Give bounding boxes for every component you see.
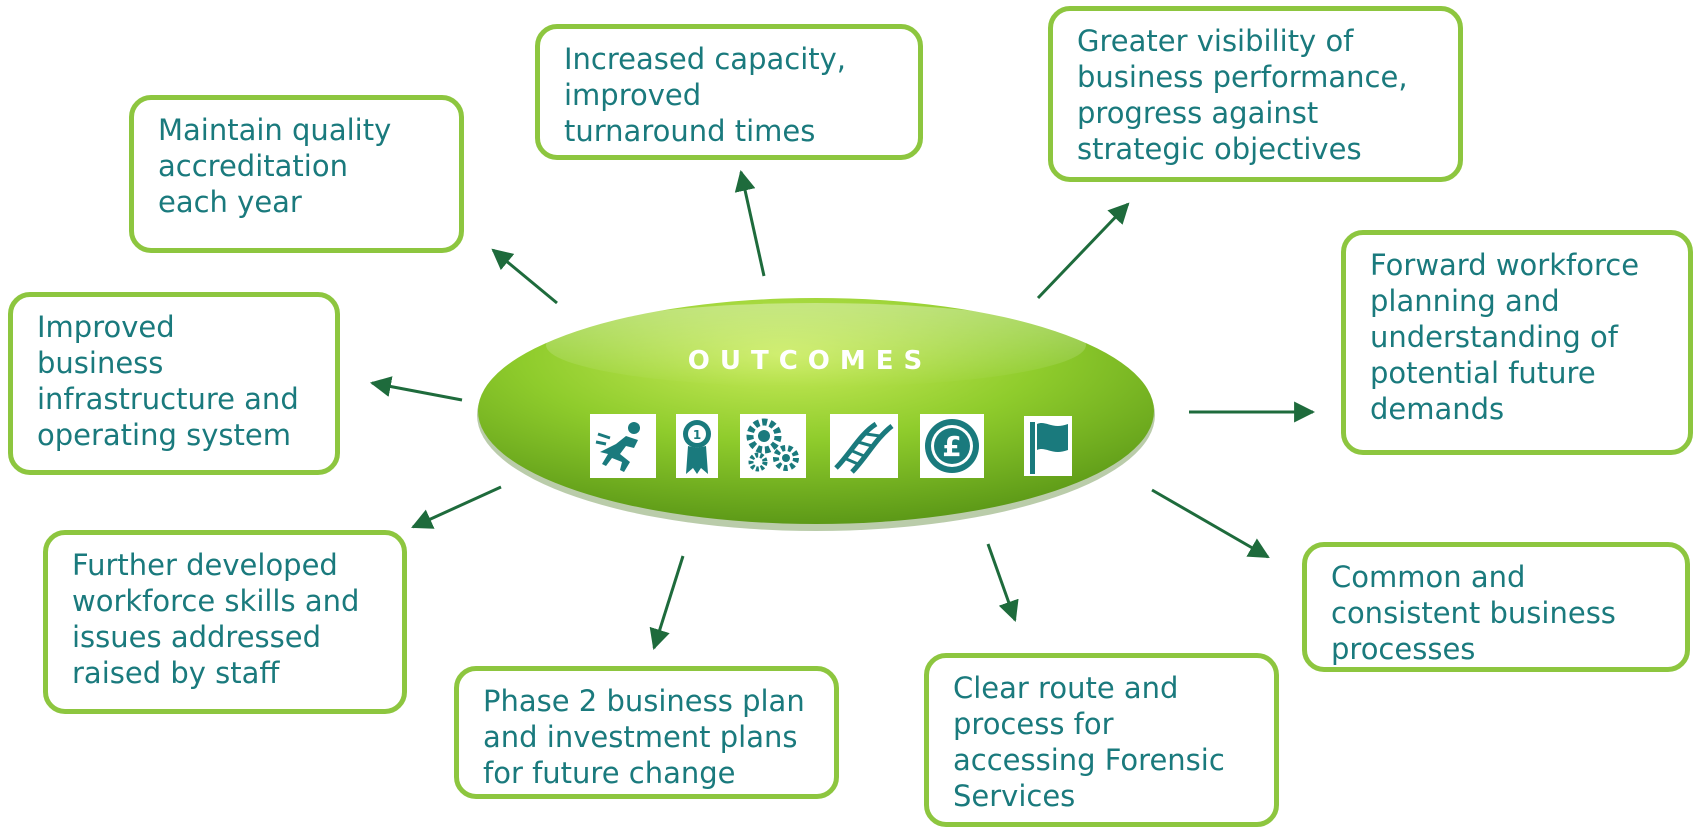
award-ribbon-icon: 1 (676, 414, 718, 478)
outcome-box-clear-route: Clear route and process for accessing Fo… (924, 653, 1279, 827)
arrow-to-greater-visibility (1036, 202, 1130, 300)
outcome-line: raised by staff (72, 656, 280, 690)
outcome-box-maintain-quality: Maintain quality accreditation each year (129, 95, 464, 253)
running-figure-icon (590, 414, 656, 478)
outcome-line: business (37, 346, 164, 380)
outcome-line: workforce skills and (72, 584, 360, 618)
outcome-box-forward-workforce: Forward workforce planning and understan… (1341, 230, 1693, 455)
svg-text:1: 1 (693, 428, 701, 442)
outcome-box-improved-infrastructure: Improved business infrastructure and ope… (8, 292, 340, 475)
outcome-line: Maintain quality (158, 113, 392, 147)
outcome-line: accessing Forensic (953, 743, 1225, 777)
outcome-box-further-developed: Further developed workforce skills and i… (43, 530, 407, 714)
outcome-line: for future change (483, 756, 736, 790)
outcome-line: demands (1370, 392, 1505, 426)
pound-coin-icon: £ (920, 414, 984, 478)
outcome-line: progress against (1077, 96, 1319, 130)
outcome-line: Services (953, 779, 1076, 813)
outcome-box-common-consistent: Common and consistent business processes (1302, 542, 1690, 672)
outcome-line: turnaround times (564, 114, 816, 148)
outcome-line: Phase 2 business plan (483, 684, 805, 718)
outcome-line: infrastructure and (37, 382, 299, 416)
arrow-to-maintain-quality (491, 248, 558, 305)
arrow-to-common-consistent (1151, 488, 1270, 559)
outcome-line: consistent business (1331, 596, 1616, 630)
outcome-line: and investment plans (483, 720, 798, 754)
outcome-line: operating system (37, 418, 291, 452)
arrow-to-further-developed (411, 485, 502, 529)
outcome-line: Improved (37, 310, 175, 344)
outcome-box-phase-2: Phase 2 business plan and investment pla… (454, 666, 839, 799)
outcome-line: strategic objectives (1077, 132, 1362, 166)
arrow-to-clear-route (986, 543, 1019, 622)
outcome-line: Clear route and (953, 671, 1179, 705)
gears-icon (740, 414, 806, 478)
outcome-line: Greater visibility of (1077, 24, 1354, 58)
outcome-line: accreditation (158, 149, 348, 183)
outcome-line: Common and (1331, 560, 1526, 594)
outcome-line: potential future (1370, 356, 1596, 390)
outcomes-title: OUTCOMES (687, 346, 933, 376)
arrow-to-increased-capacity (734, 169, 766, 277)
outcome-box-greater-visibility: Greater visibility of business performan… (1048, 6, 1463, 182)
outcome-line: understanding of (1370, 320, 1618, 354)
outcome-line: Further developed (72, 548, 338, 582)
arrow-to-phase-2 (649, 555, 685, 651)
outcome-line: planning and (1370, 284, 1560, 318)
outcome-line: business performance, (1077, 60, 1408, 94)
dna-icon (830, 414, 898, 478)
outcome-line: improved (564, 78, 702, 112)
outcome-line: processes (1331, 632, 1476, 666)
outcome-line: Increased capacity, (564, 42, 846, 76)
svg-text:£: £ (942, 430, 961, 463)
arrow-to-improved-infrastructure (369, 376, 463, 402)
outcome-line: process for (953, 707, 1114, 741)
outcome-line: each year (158, 185, 302, 219)
outcome-line: Forward workforce (1370, 248, 1640, 282)
outcome-line: issues addressed (72, 620, 322, 654)
flag-icon (1024, 414, 1072, 478)
outcome-box-increased-capacity: Increased capacity, improved turnaround … (535, 24, 923, 160)
